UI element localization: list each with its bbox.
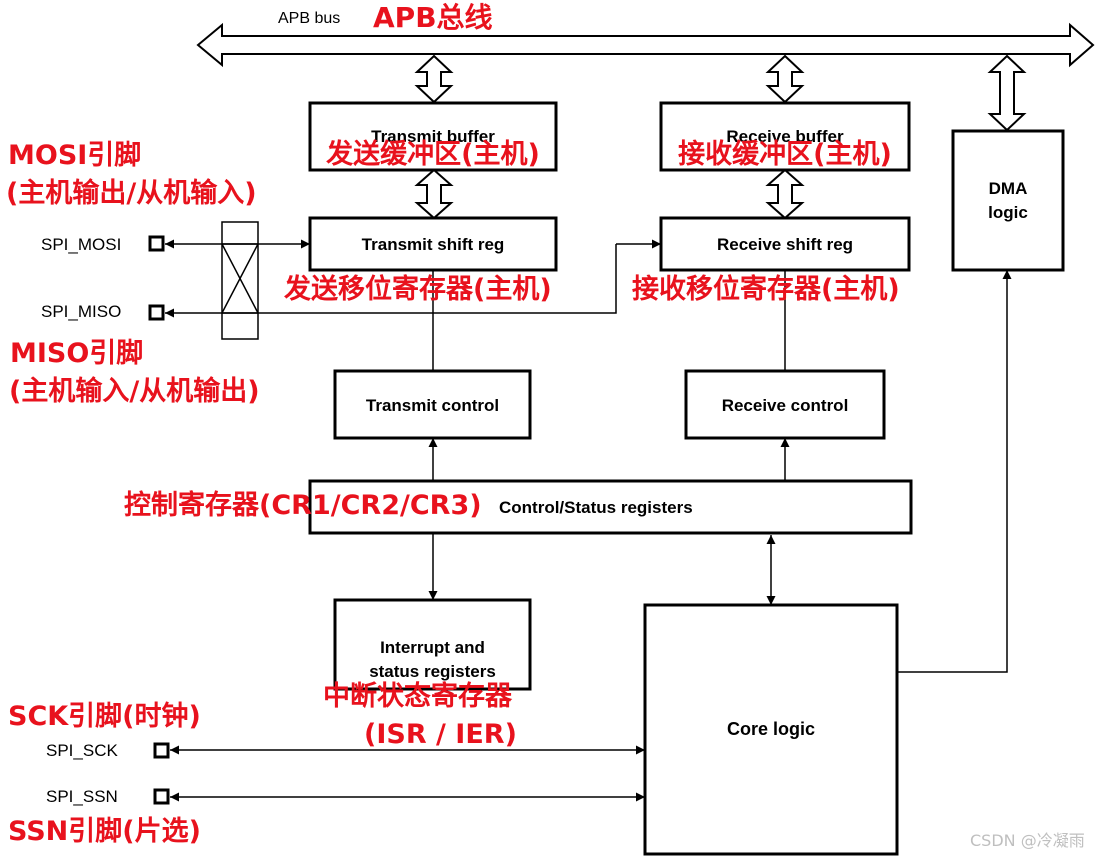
miso-note-line1: MISO引脚 bbox=[10, 338, 144, 369]
receive-buffer-box bbox=[659, 101, 911, 172]
spi-ssn-label: SPI_SSN bbox=[46, 787, 118, 806]
transmit-buffer-label-cn: 发送缓冲区(主机) bbox=[326, 139, 540, 170]
spi-miso-label: SPI_MISO bbox=[41, 302, 122, 321]
interrupt-label-line2: status registers bbox=[369, 662, 496, 681]
receive-control-label: Receive control bbox=[721, 396, 849, 415]
apb-bus-arrow bbox=[196, 22, 1095, 68]
receive-shift-label: Receive shift reg bbox=[716, 235, 854, 254]
core-logic-label: Core logic bbox=[726, 719, 815, 739]
transmit-buffer-to-shift-arrow bbox=[414, 168, 454, 220]
transmit-shift-label: Transmit shift reg bbox=[361, 235, 505, 254]
bus-to-dma-arrow bbox=[987, 54, 1027, 132]
dma-label-line2: logic bbox=[988, 203, 1028, 222]
mosi-note-line1: MOSI引脚 bbox=[8, 140, 142, 171]
receive-buffer-label-cn: 接收缓冲区(主机) bbox=[678, 139, 892, 170]
control-status-label: Control/Status registers bbox=[499, 498, 693, 517]
ssn-note: SSN引脚(片选) bbox=[8, 816, 201, 847]
bus-to-transmit-buffer-arrow bbox=[414, 54, 454, 104]
core-logic-box bbox=[643, 603, 899, 856]
receive-control-box bbox=[684, 369, 886, 440]
dma-logic-box bbox=[951, 129, 1065, 272]
control-status-box bbox=[308, 479, 913, 535]
transmit-shift-label-cn: 发送移位寄存器(主机) bbox=[284, 274, 552, 305]
interrupt-status-box bbox=[333, 598, 532, 691]
receive-shift-label-cn: 接收移位寄存器(主机) bbox=[632, 274, 900, 305]
bus-to-receive-buffer-arrow bbox=[765, 54, 805, 104]
interrupt-label-cn-line2: (ISR / IER) bbox=[364, 719, 517, 750]
receive-shift-box bbox=[659, 216, 911, 272]
core-to-dma-arrow bbox=[897, 270, 1012, 673]
spi-miso-pin[interactable] bbox=[148, 304, 165, 321]
apb-bus-label-cn: APB总线 bbox=[373, 1, 493, 34]
sck-note: SCK引脚(时钟) bbox=[8, 701, 201, 732]
transmit-control-label: Transmit control bbox=[365, 396, 500, 415]
dma-label-line1: DMA bbox=[988, 179, 1028, 198]
apb-bus-label: APB bus bbox=[278, 10, 341, 27]
miso-note-line2: (主机输入/从机输出) bbox=[9, 376, 260, 407]
receive-buffer-to-shift-arrow bbox=[765, 168, 805, 220]
interrupt-label-line1: Interrupt and bbox=[380, 638, 485, 657]
spi-sck-label: SPI_SCK bbox=[46, 741, 118, 760]
interrupt-label-cn-line1: 中断状态寄存器 bbox=[323, 681, 512, 712]
control-register-label-cn: 控制寄存器(CR1/CR2/CR3) bbox=[124, 490, 482, 521]
transmit-buffer-label: Transmit buffer bbox=[371, 127, 495, 146]
spi-sck-pin[interactable] bbox=[153, 742, 170, 759]
spi-mosi-pin[interactable] bbox=[148, 235, 165, 252]
crossover-switch bbox=[221, 221, 259, 340]
transmit-buffer-box bbox=[308, 101, 558, 172]
miso-line bbox=[165, 244, 617, 318]
mosi-note-line2: (主机输出/从机输入) bbox=[6, 178, 257, 209]
watermark: CSDN @冷凝雨 bbox=[970, 831, 1085, 850]
spi-ssn-pin[interactable] bbox=[153, 788, 170, 805]
spi-mosi-label: SPI_MOSI bbox=[41, 235, 122, 254]
receive-buffer-label: Receive buffer bbox=[726, 127, 844, 146]
